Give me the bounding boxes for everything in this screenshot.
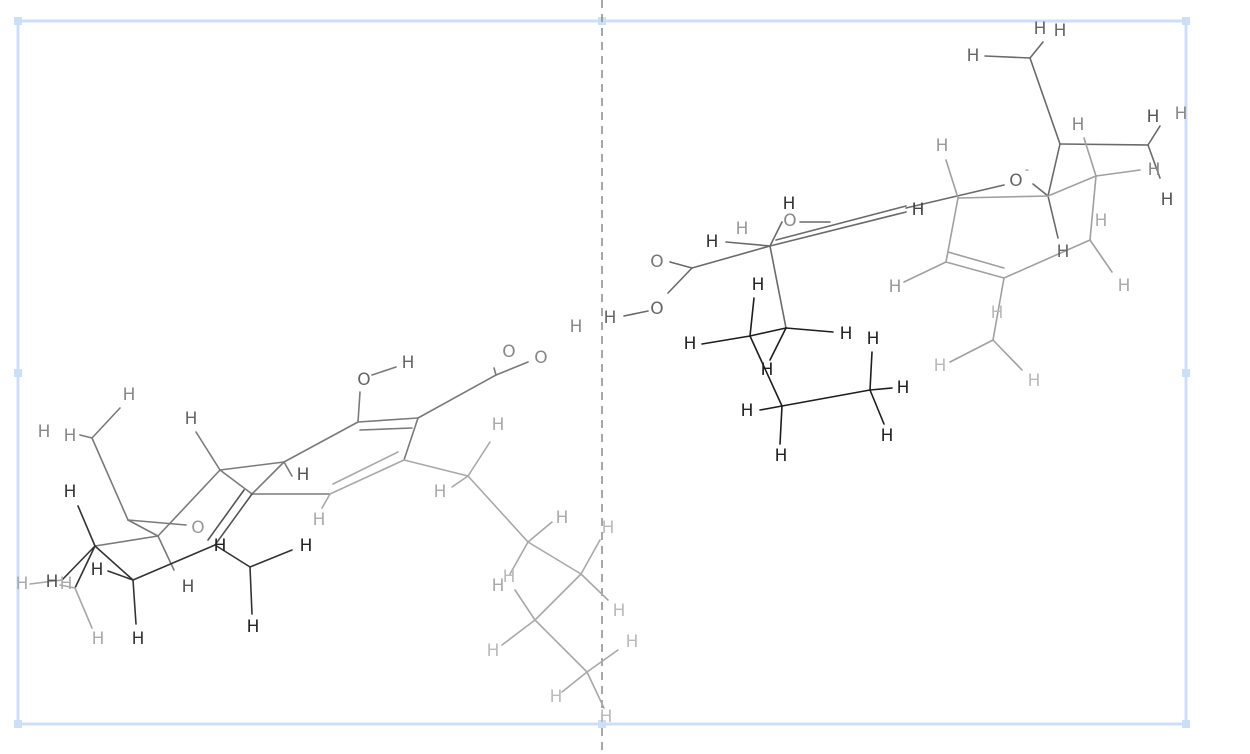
hydrogen-atom: H [613,601,626,621]
hydrogen-atom: H [761,360,774,380]
resize-handle-bottom-left[interactable] [14,720,22,728]
hydrogen-atom: H [741,401,754,421]
left-molecule[interactable]: O H O O H O H H H H H H H H H H H H H H … [16,317,639,727]
hydrogen-atom: H [46,572,59,592]
left-bonds-ring-double [207,489,253,546]
hydrogen-atom: H [775,446,788,466]
hydrogen-atom: H [783,194,796,214]
hydrogen-atom: H [867,329,880,349]
hydrogen-atom: H [706,232,719,252]
hydrogen-atom: H [626,632,639,652]
left-bonds-dark [61,505,293,625]
hydrogen-atom: H [1095,211,1108,231]
hydrogen-atom: H [60,574,73,594]
resize-handle-top-right[interactable] [1182,17,1190,25]
hydrogen-atom: H [64,482,77,502]
hydrogen-atom: H [1118,276,1131,296]
hydrogen-atom: H [182,577,195,597]
left-bonds-mid [79,361,529,571]
hydrogen-atom: H [897,378,910,398]
acid-carbonyl-oxygen: O [650,252,663,272]
hydrogen-atom: H [91,560,104,580]
hydrogen-atom: H [1072,115,1085,135]
hydrogen-atom: H [600,707,613,727]
right-bonds-mid [623,41,1161,329]
hydrogen-atom: H [912,200,925,220]
hydrogen-atom: H [881,426,894,446]
hydrogen-atom: H [936,136,949,156]
hydrogen-atom: H [185,409,198,429]
hydrogen-atom: H [1028,371,1041,391]
hydrogen-atom: H [64,426,77,446]
hydrogen-atom: H [967,46,980,66]
hydrogen-atom: H [889,277,902,297]
hydrogen-atom: H [214,536,227,556]
right-molecule[interactable]: O O H O H O - H H H H H H H H H H H H H … [604,19,1188,466]
acid-hydroxyl-hydrogen: H [604,308,617,328]
acid-hydroxyl-oxygen: O [650,299,663,319]
hydrogen-atom: H [934,356,947,376]
hydrogen-atom: H [313,510,326,530]
hydrogen-atom: H [38,422,51,442]
resize-handle-right[interactable] [1182,369,1190,377]
hydrogen-atom: H [1175,104,1188,124]
hydrogen-atom: H [1147,107,1160,127]
right-atom-labels: O O H O H O - H H H H H H H H H H H H H … [604,19,1188,466]
acid-carbonyl-oxygen: O [502,342,515,362]
hydrogen-atom: H [991,303,1004,323]
hydrogen-atom: H [487,641,500,661]
hydrogen-atom: H [123,385,136,405]
ring-oxygen: O [191,518,204,538]
hydrogen-atom: H [1054,21,1067,41]
hydrogen-atom: H [297,465,310,485]
right-bonds-dark [701,297,893,445]
hydrogen-atom: H [492,415,505,435]
resize-handle-bottom[interactable] [598,720,606,728]
phenoxide-oxygen: O [1009,171,1022,191]
acid-hydroxyl-hydrogen: H [570,317,583,337]
hydrogen-atom: H [1148,160,1161,180]
hydroxyl-hydrogen: H [736,219,749,239]
resize-handle-left[interactable] [14,369,22,377]
hydrogen-atom: H [840,324,853,344]
hydrogen-atom: H [1034,19,1047,39]
hydrogen-atom: H [602,518,615,538]
resize-handle-top-left[interactable] [14,17,22,25]
hydrogen-atom: H [300,536,313,556]
hydrogen-atom: H [247,617,260,637]
hydrogen-atom: H [16,574,29,594]
acid-hydroxyl-oxygen: O [534,348,547,368]
hydroxyl-oxygen: O [783,211,796,231]
hydrogen-atom: H [503,567,516,587]
right-bonds-light [903,137,1141,371]
left-atom-labels: O H O O H O H H H H H H H H H H H H H H … [16,317,639,727]
hydrogen-atom: H [492,576,505,596]
negative-charge: - [1025,163,1029,176]
hydrogen-atom: H [752,275,765,295]
hydroxyl-oxygen: O [357,370,370,390]
hydrogen-atom: H [1057,242,1070,262]
hydrogen-atom: H [1161,190,1174,210]
hydrogen-atom: H [556,508,569,528]
hydroxyl-hydrogen: H [402,353,415,373]
hydrogen-atom: H [132,629,145,649]
resize-handle-bottom-right[interactable] [1182,720,1190,728]
hydrogen-atom: H [434,482,447,502]
left-bonds-light [29,441,619,709]
hydrogen-atom: H [684,334,697,354]
hydrogen-atom: H [92,629,105,649]
hydrogen-atom: H [550,687,563,707]
